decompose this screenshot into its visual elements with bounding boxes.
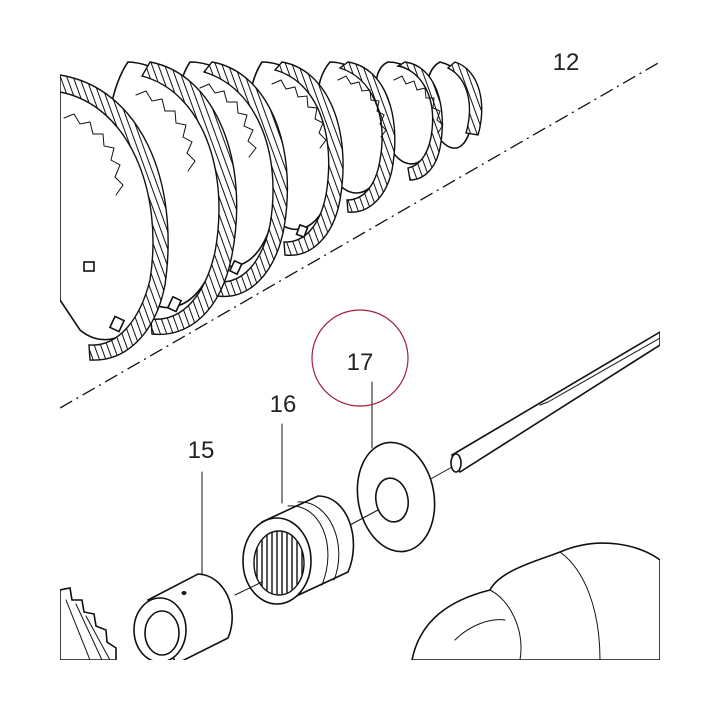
- housing-casting: [411, 542, 660, 660]
- callout-16: 16: [270, 391, 297, 418]
- callout-15: 15: [188, 437, 215, 464]
- gear-fragment: [60, 587, 117, 660]
- bushing: [133, 573, 233, 660]
- thrust-washer: [349, 441, 436, 553]
- clutch-plate-stack: [60, 61, 483, 361]
- shaft: [419, 331, 660, 486]
- callout-17: 17: [347, 349, 374, 376]
- section-separator-line: [60, 61, 660, 409]
- needle-bearing: [234, 495, 355, 605]
- clutch-plate: [60, 74, 169, 361]
- callout-12: 12: [553, 49, 580, 76]
- highlight-circle: [311, 309, 409, 407]
